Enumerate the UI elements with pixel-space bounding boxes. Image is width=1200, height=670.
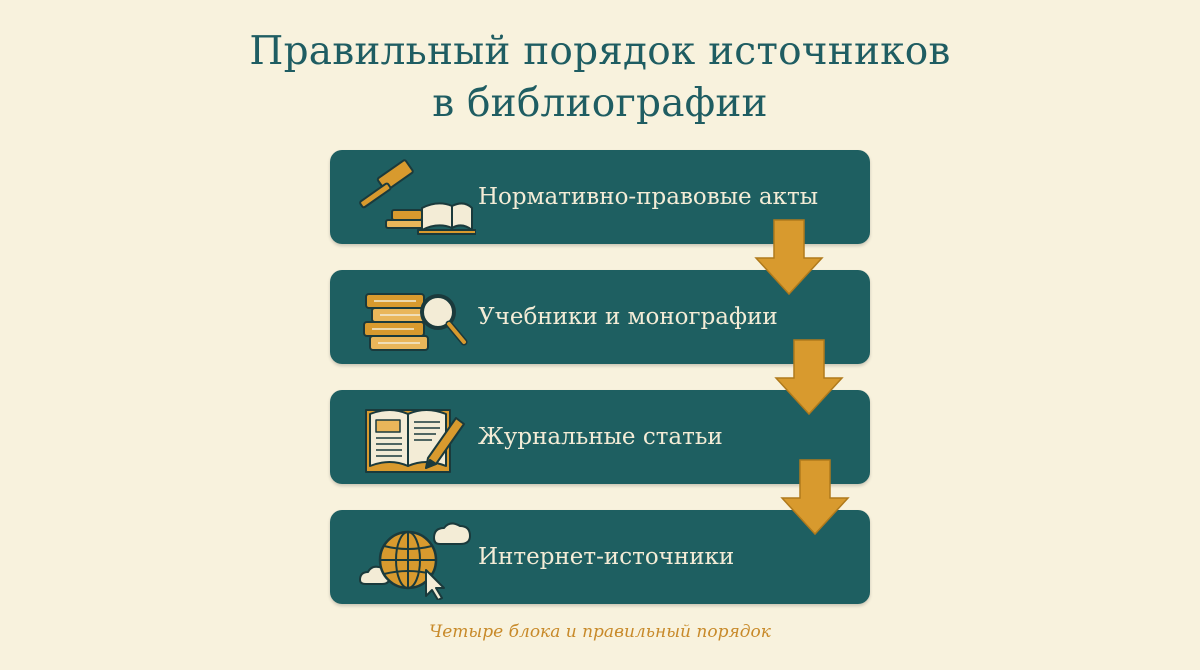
title-line-2: в библиографии (432, 81, 768, 126)
books-magnifier-icon (363, 293, 468, 351)
step-label: Нормативно-правовые акты (478, 184, 819, 210)
globe-cursor-icon (359, 522, 471, 600)
gavel-book-icon (359, 159, 476, 235)
open-journal-pen-icon (365, 409, 465, 473)
step-block-internet-sources: Интернет-источники (330, 510, 870, 604)
step-label: Учебники и монографии (478, 304, 778, 330)
step-block-textbooks: Учебники и монографии (330, 270, 870, 364)
flow-arrow-down-icon (780, 459, 850, 536)
flow-arrow-down-icon (754, 219, 824, 296)
page-title: Правильный порядок источников в библиогр… (0, 26, 1200, 130)
diagram-caption: Четыре блока и правильный порядок (429, 622, 771, 642)
flow-arrow-down-icon (774, 339, 844, 416)
step-block-journal-articles: Журнальные статьи (330, 390, 870, 484)
step-block-legal-acts: Нормативно-правовые акты (330, 150, 870, 244)
step-label: Журнальные статьи (478, 424, 723, 450)
step-label: Интернет-источники (478, 544, 735, 570)
title-line-1: Правильный порядок источников (249, 29, 951, 74)
